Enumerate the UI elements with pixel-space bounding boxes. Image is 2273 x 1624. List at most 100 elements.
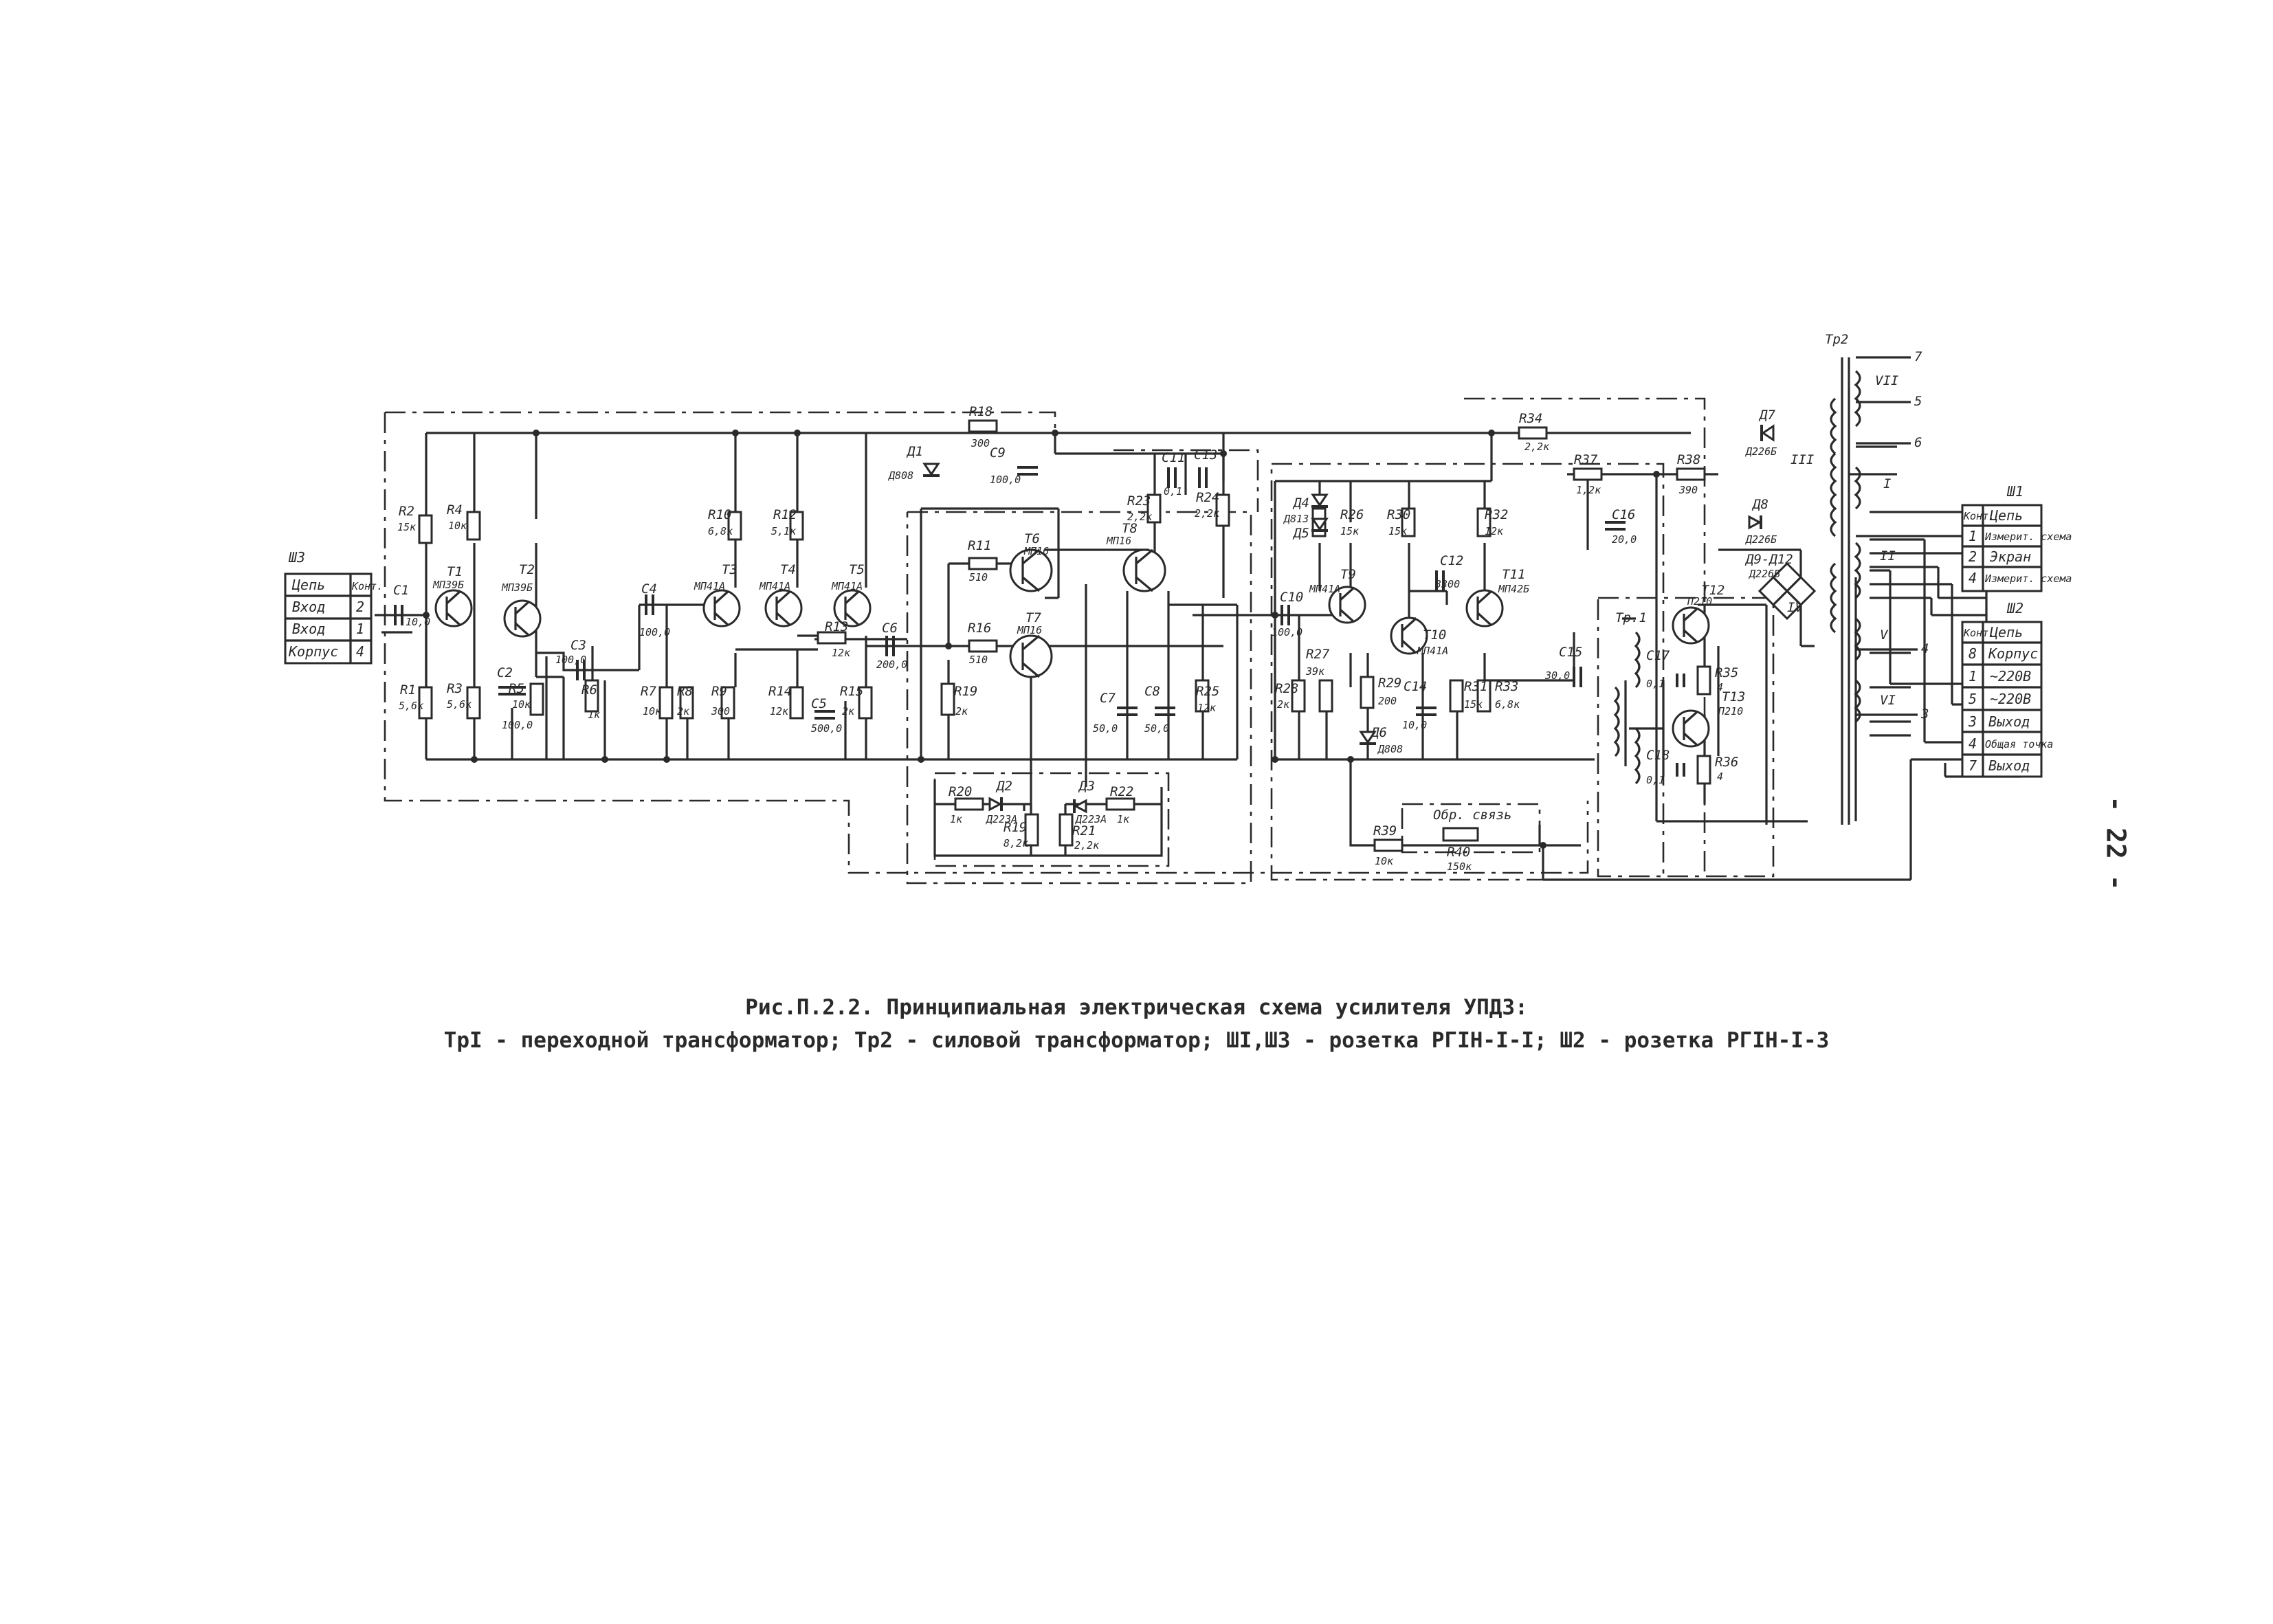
label-r19: R19 <box>954 684 977 699</box>
label-c11-value: 0,1 <box>1164 485 1182 498</box>
sh2-row-contact: 1 <box>1969 668 1977 685</box>
label-r32: R32 <box>1485 507 1508 522</box>
label-tr2: Тр2 <box>1825 332 1848 347</box>
label-out-4: 4 <box>1921 641 1929 656</box>
label-c9: С9 <box>990 445 1006 460</box>
label-r8: R8 <box>677 684 693 699</box>
resistors <box>418 419 1711 852</box>
label-winding-6: VI <box>1880 693 1896 708</box>
sh3-header-contact: Конт. <box>351 580 383 592</box>
label-c5-value: 500,0 <box>811 722 842 735</box>
label-r38: R38 <box>1677 452 1700 467</box>
label-r16: R16 <box>968 621 991 636</box>
sh1-header-chain: Цепь <box>1989 507 2023 524</box>
label-t12: Т12 <box>1701 583 1725 598</box>
label-r14: R14 <box>768 684 792 699</box>
label-r18: R18 <box>969 404 993 419</box>
sh3-row-chain: Вход <box>292 621 325 637</box>
label-c14-value: 10,0 <box>1402 719 1427 731</box>
label-r1: R1 <box>400 682 416 698</box>
sh2-row-chain: Выход <box>1988 757 2030 774</box>
label-c2: С2 <box>497 665 513 680</box>
label-c18-value: 0,1 <box>1646 774 1665 786</box>
label-r33: R33 <box>1495 679 1518 694</box>
label-t2-type: МП39Б <box>501 581 533 594</box>
block-outlines <box>384 397 1775 885</box>
label-r39: R39 <box>1373 823 1397 838</box>
label-r12: R12 <box>773 507 797 522</box>
junctions <box>423 430 1660 849</box>
diodes <box>922 424 1817 814</box>
sh2-row-chain: Выход <box>1988 713 2030 730</box>
page-number: - 22 - <box>2100 796 2131 891</box>
sh3-row-chain: Корпус <box>288 643 338 660</box>
sh3-row-contact: 1 <box>356 621 364 637</box>
label-r25: R25 <box>1196 684 1219 699</box>
label-r22: R22 <box>1110 784 1133 799</box>
label-t2: Т2 <box>519 562 535 577</box>
label-c17: С17 <box>1646 648 1670 663</box>
sh2-row-chain: ~220В <box>1990 668 2031 685</box>
label-c8-value: 50,0 <box>1144 722 1169 735</box>
label-t11: Т11 <box>1502 567 1525 582</box>
label-c7: С7 <box>1100 691 1116 706</box>
label-winding-3: III <box>1790 452 1814 467</box>
label-r9: R9 <box>711 684 727 699</box>
sh2-row-contact: 3 <box>1968 713 1977 730</box>
label-t3: Т3 <box>722 562 738 577</box>
sh2-row-contact: 8 <box>1969 645 1977 662</box>
label-r36-value: 4 <box>1717 770 1723 783</box>
label-c6: С6 <box>882 621 898 636</box>
sh1-row-contact: 4 <box>1969 570 1977 586</box>
label-r2-value: 15к <box>397 521 417 533</box>
label-t3-type: МП41А <box>694 580 725 592</box>
label-c8: С8 <box>1144 684 1160 699</box>
label-r23-value: 2,2к <box>1127 511 1153 523</box>
label-t4-type: МП41А <box>759 580 790 592</box>
label-t9: Т9 <box>1340 567 1356 582</box>
label-t10: Т10 <box>1423 627 1446 643</box>
label-r29-value: 200 <box>1378 695 1397 707</box>
label-r30: R30 <box>1387 507 1410 522</box>
label-c11: С11 <box>1162 450 1185 465</box>
label-c3-value: 100,0 <box>555 654 586 666</box>
label-r4-value: 10к <box>448 520 467 532</box>
label-r20: R20 <box>949 784 972 799</box>
label-d4-type: Д813 <box>1283 513 1309 525</box>
label-c16-value: 20,0 <box>1612 533 1637 546</box>
sh1-row-chain: Измерит. схема <box>1984 572 2072 585</box>
sh1-row-contact: 1 <box>1969 528 1977 544</box>
label-r25-value: 12к <box>1197 702 1217 714</box>
label-c1-value: 10,0 <box>406 616 430 628</box>
label-r34: R34 <box>1519 411 1542 426</box>
label-r5: R5 <box>509 681 524 696</box>
label-winding-5: V <box>1880 627 1889 643</box>
sh1-row-chain: Измерит. схема <box>1984 531 2072 543</box>
label-r24-value: 2,2к <box>1195 507 1220 520</box>
sh3-header-chain: Цепь <box>291 577 325 593</box>
label-c12-value: 3300 <box>1434 578 1460 590</box>
label-r21-value: 2,2к <box>1074 839 1100 852</box>
label-r20-value: 1к <box>950 813 963 825</box>
label-t9-type: МП41А <box>1309 583 1340 595</box>
label-c17-value: 0,1 <box>1646 678 1665 690</box>
connector-sh1: Ш1 Конт. Цепь 1 Измерит. схема 2 Экран 4… <box>1961 483 2072 592</box>
label-t5: Т5 <box>849 562 865 577</box>
label-t6: Т6 <box>1024 531 1040 546</box>
label-r19-value: 2к <box>955 705 968 718</box>
label-d5: Д5 <box>1292 526 1309 541</box>
label-r24: R24 <box>1196 490 1219 505</box>
label-r7: R7 <box>641 684 656 699</box>
label-r14-value: 12к <box>770 705 789 718</box>
sh2-row-chain: Корпус <box>1988 645 2038 662</box>
label-t13: Т13 <box>1722 689 1745 704</box>
label-r6: R6 <box>581 682 597 698</box>
label-r18-value: 300 <box>971 437 990 449</box>
label-c3: С3 <box>570 638 586 653</box>
sh2-row-contact: 7 <box>1969 757 1977 774</box>
label-r15-value: 2к <box>842 705 855 718</box>
sh3-row-contact: 2 <box>356 599 364 615</box>
label-c16: С16 <box>1612 507 1635 522</box>
label-r40-value: 150к <box>1447 860 1472 873</box>
